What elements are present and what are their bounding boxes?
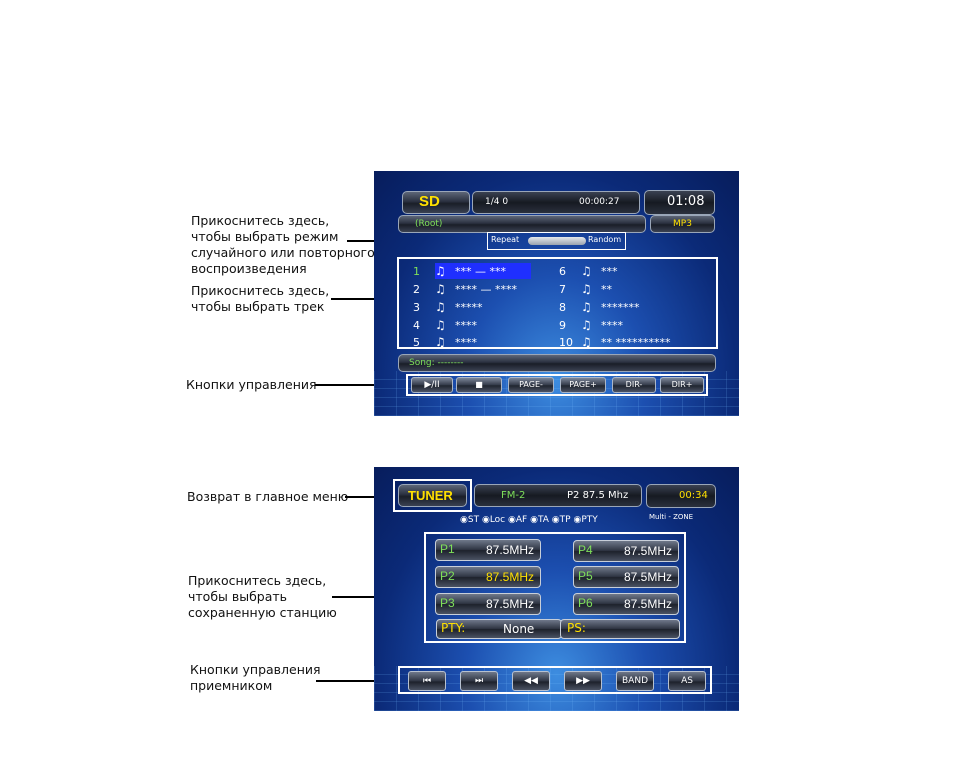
music-note-icon: ♫ xyxy=(435,264,446,278)
music-note-icon: ♫ xyxy=(435,335,446,349)
ps-field[interactable]: PS: xyxy=(560,619,680,639)
pty-field[interactable]: PTY: None xyxy=(436,619,562,639)
page-prev-button[interactable]: PAGE- xyxy=(508,377,554,393)
song-bar: Song: -------- xyxy=(398,354,716,372)
tuner-clock: 00:34 xyxy=(646,484,716,508)
page-next-button[interactable]: PAGE+ xyxy=(560,377,606,393)
leader-track xyxy=(331,298,397,300)
next-track-button[interactable]: ⏭ xyxy=(460,671,498,691)
annotation-tuner-controls: Кнопки управления приемником xyxy=(190,662,321,693)
flag-loc: ◉Loc xyxy=(481,515,506,525)
annotation-station: Прикоснитесь здесь, чтобы выбрать сохран… xyxy=(188,573,337,620)
toggle-icon: ◉ xyxy=(551,515,560,525)
flag-tp: ◉TP xyxy=(551,515,571,525)
flag-pty: ◉PTY xyxy=(573,515,598,525)
music-note-icon: ♫ xyxy=(581,282,592,296)
main-menu-highlight xyxy=(393,479,472,512)
tuner-info-bar: FM-2 P2 87.5 Mhz xyxy=(474,484,642,507)
track-item[interactable]: 5♫**** xyxy=(413,335,477,349)
sd-source-button[interactable]: SD xyxy=(402,191,470,214)
skip-back-icon: ⏮ xyxy=(422,676,432,686)
prev-track-button[interactable]: ⏮ xyxy=(408,671,446,691)
annotation-track: Прикоснитесь здесь, чтобы выбрать трек xyxy=(191,283,330,314)
repeat-random-selector[interactable]: Repeat Random xyxy=(487,232,626,250)
toggle-icon: ◉ xyxy=(460,515,468,525)
seek-back-button[interactable]: ◀◀ xyxy=(512,671,550,691)
band-button[interactable]: BAND xyxy=(616,671,654,691)
tuner-main-menu-button[interactable]: TUNER xyxy=(398,484,467,507)
music-note-icon: ♫ xyxy=(435,282,446,296)
flag-ta: ◉TA xyxy=(530,515,549,525)
fast-forward-icon: ▶▶ xyxy=(576,676,590,686)
stop-button[interactable]: ■ xyxy=(456,377,502,393)
track-item[interactable]: 9♫**** xyxy=(559,318,623,332)
mode-slider[interactable] xyxy=(528,237,586,245)
track-item[interactable]: 10♫** ********** xyxy=(559,335,671,349)
as-button[interactable]: AS xyxy=(668,671,706,691)
folder-bar[interactable]: (Root) xyxy=(398,215,646,233)
annotation-main-menu: Возврат в главное меню xyxy=(187,489,349,504)
current-frequency: P2 87.5 Mhz xyxy=(567,490,629,501)
rewind-icon: ◀◀ xyxy=(524,676,538,686)
annotation-controls: Кнопки управления xyxy=(186,377,317,392)
track-item[interactable]: 7♫** xyxy=(559,282,612,296)
multi-zone-label: Multi - ZONE xyxy=(649,513,694,521)
elapsed-time: 00:00:27 xyxy=(579,197,620,207)
tuner-screen: TUNER FM-2 P2 87.5 Mhz 00:34 ◉ST ◉Loc ◉A… xyxy=(374,467,739,711)
sd-clock: 01:08 xyxy=(644,190,715,215)
sd-info-bar: 1/4 0 00:00:27 xyxy=(472,191,640,214)
flag-st: ◉ST xyxy=(460,515,480,525)
sd-player-screen: SD 1/4 0 00:00:27 01:08 (Root) MP3 Repea… xyxy=(374,171,739,416)
music-note-icon: ♫ xyxy=(435,318,446,332)
track-item[interactable]: 1♫*** — *** xyxy=(413,264,506,278)
music-note-icon: ♫ xyxy=(581,300,592,314)
track-item[interactable]: 3♫***** xyxy=(413,300,483,314)
leader-tuner-controls xyxy=(316,680,397,682)
toggle-icon: ◉ xyxy=(481,515,490,525)
sd-control-panel: ▶/II ■ PAGE- PAGE+ DIR- DIR+ xyxy=(406,374,708,396)
annotation-mode: Прикоснитесь здесь, чтобы выбрать режим … xyxy=(191,213,375,276)
leader-controls xyxy=(315,384,407,386)
leader-main-menu xyxy=(345,496,393,498)
music-note-icon: ♫ xyxy=(435,300,446,314)
toggle-icon: ◉ xyxy=(508,515,516,525)
random-label[interactable]: Random xyxy=(588,235,622,244)
flag-af: ◉AF xyxy=(508,515,528,525)
preset-list xyxy=(424,532,686,643)
music-note-icon: ♫ xyxy=(581,264,592,278)
toggle-icon: ◉ xyxy=(530,515,538,525)
track-item[interactable]: 4♫**** xyxy=(413,318,477,332)
music-note-icon: ♫ xyxy=(581,318,592,332)
dir-next-button[interactable]: DIR+ xyxy=(660,377,704,393)
toggle-icon: ◉ xyxy=(573,515,582,525)
tuner-control-panel: ⏮ ⏭ ◀◀ ▶▶ BAND AS xyxy=(398,666,712,694)
music-note-icon: ♫ xyxy=(581,335,592,349)
format-badge: MP3 xyxy=(650,215,715,233)
dir-prev-button[interactable]: DIR- xyxy=(612,377,656,393)
skip-forward-icon: ⏭ xyxy=(474,676,484,686)
track-item[interactable]: 2♫**** — **** xyxy=(413,282,517,296)
track-list[interactable]: 1♫*** — *** 2♫**** — **** 3♫***** 4♫****… xyxy=(397,257,718,349)
track-highlight xyxy=(435,263,531,279)
rds-flags: ◉ST ◉Loc ◉AF ◉TA ◉TP ◉PTY xyxy=(460,515,598,525)
track-item[interactable]: 6♫*** xyxy=(559,264,618,278)
track-item[interactable]: 8♫******* xyxy=(559,300,640,314)
track-counter: 1/4 0 xyxy=(485,197,509,207)
seek-forward-button[interactable]: ▶▶ xyxy=(564,671,602,691)
play-pause-button[interactable]: ▶/II xyxy=(411,377,453,393)
repeat-label[interactable]: Repeat xyxy=(491,235,520,244)
band-label: FM-2 xyxy=(501,490,526,501)
